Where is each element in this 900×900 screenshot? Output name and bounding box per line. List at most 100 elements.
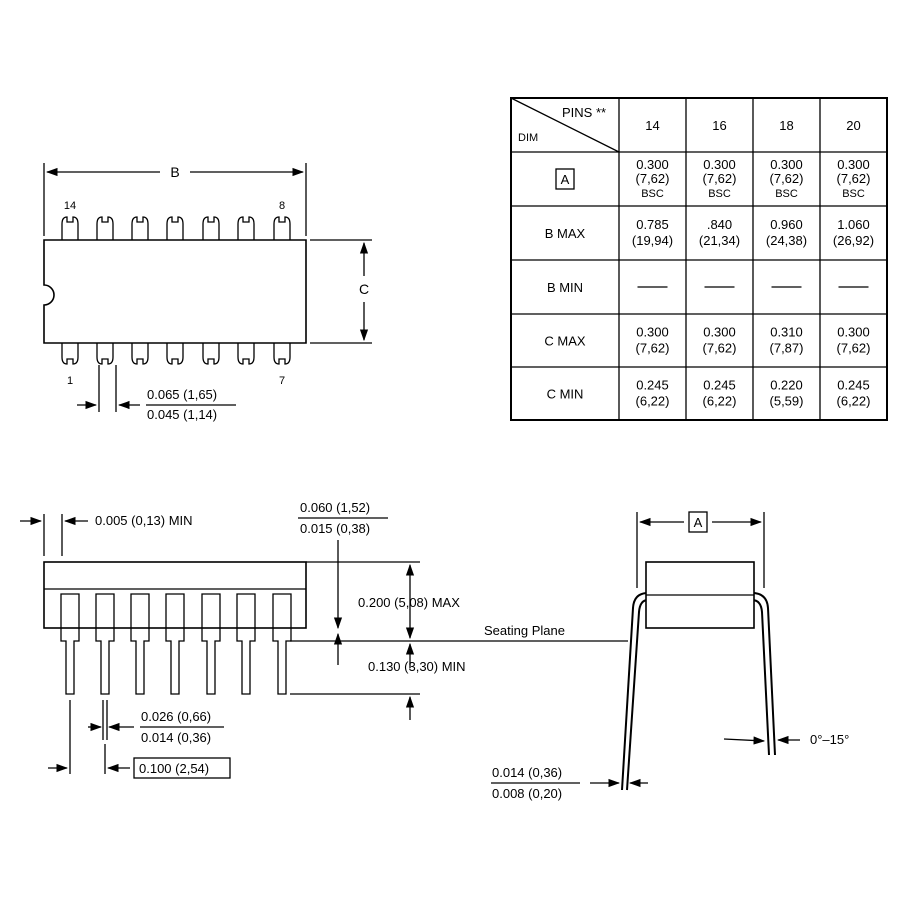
table-cell-text: 0.245 — [703, 378, 736, 393]
table-pin-count: 18 — [779, 118, 793, 133]
side-leads — [60, 593, 292, 695]
side-lead — [60, 593, 80, 695]
end-lead-left-inner — [626, 599, 649, 791]
table-cell-text: BSC — [842, 188, 865, 200]
pin-14-label: 14 — [64, 200, 76, 212]
table-cell-text: (5,59) — [770, 394, 804, 409]
lead-thick-min: 0.008 (0,20) — [492, 786, 562, 801]
top-view: B 14 8 1 7 C 0.065 (1,65) 0.045 (1,14) — [43, 163, 372, 422]
table-cell-text: 0.785 — [636, 217, 669, 232]
pin-upper — [61, 216, 79, 240]
pin-upper — [202, 216, 220, 240]
table-cell-text: 0.220 — [770, 378, 803, 393]
pin-lower — [273, 343, 291, 365]
table-cell-text: BSC — [708, 188, 731, 200]
table-cell-text: (6,22) — [837, 394, 871, 409]
table-cell-text: — — [646, 280, 659, 295]
table-cell-text: (7,62) — [703, 341, 737, 356]
dim-b-label: B — [170, 164, 179, 180]
table-header-dim: DIM — [518, 132, 538, 144]
table-cell-text: 0.300 — [636, 325, 669, 340]
table-row-datum-box — [555, 168, 575, 190]
table-cell-text: — — [713, 280, 726, 295]
table-cell-text: 0.300 — [636, 157, 669, 172]
side-body — [43, 561, 307, 629]
table-cell-text: 0.310 — [770, 325, 803, 340]
lead-width-max: 0.026 (0,66) — [141, 709, 211, 724]
table-cell-text: (21,34) — [699, 233, 740, 248]
lead-length-label: 0.130 (3,30) MIN — [368, 659, 466, 674]
lead-width-min: 0.014 (0,36) — [141, 730, 211, 745]
dim-a-label: A — [694, 515, 703, 530]
table-row-label: C MIN — [547, 387, 584, 402]
side-lead — [201, 593, 221, 695]
table-pin-count: 14 — [645, 118, 659, 133]
table-cell-text: 0.300 — [770, 157, 803, 172]
table-header-pins: PINS ** — [562, 105, 606, 120]
table-cell-text: — — [847, 280, 860, 295]
table-cell-text: 0.300 — [837, 325, 870, 340]
table-cell-text: .840 — [707, 217, 732, 232]
table-cell-text: (7,62) — [703, 171, 737, 186]
table-cell-text: (6,22) — [703, 394, 737, 409]
pin-7-label: 7 — [279, 375, 285, 387]
end-clearance-label: 0.005 (0,13) MIN — [95, 513, 193, 528]
pin-lower — [237, 343, 255, 365]
pin-upper — [131, 216, 149, 240]
end-lead-left — [621, 592, 649, 791]
pad-width-min: 0.045 (1,14) — [147, 407, 217, 422]
pin-upper — [237, 216, 255, 240]
pin-upper — [273, 216, 291, 240]
table-cell-text: (7,87) — [770, 341, 804, 356]
lead-thick-max: 0.014 (0,36) — [492, 765, 562, 780]
pin-1-label: 1 — [67, 375, 73, 387]
side-view: 0.005 (0,13) MIN 0.060 (1,52) 0.015 (0,3… — [20, 500, 628, 779]
table-cell-text: (7,62) — [636, 171, 670, 186]
pin-8-label: 8 — [279, 200, 285, 212]
side-lead — [95, 593, 115, 695]
pin-lower — [166, 343, 184, 365]
side-lead — [236, 593, 256, 695]
height-max-label: 0.200 (5,08) MAX — [358, 595, 460, 610]
table-cell-text: (19,94) — [632, 233, 673, 248]
table-cell-text: (7,62) — [770, 171, 804, 186]
table-cell-text: (6,22) — [636, 394, 670, 409]
table-cell-text: 0.245 — [636, 378, 669, 393]
table-cell-text: (7,62) — [837, 341, 871, 356]
pin-upper — [96, 216, 114, 240]
pad-width-max: 0.065 (1,65) — [147, 387, 217, 402]
table-cell-text: 0.960 — [770, 217, 803, 232]
table-cell-text: (7,62) — [636, 341, 670, 356]
pin-lower — [61, 343, 79, 365]
pin-upper — [166, 216, 184, 240]
table-cell-text: BSC — [641, 188, 664, 200]
table-cell-text: 0.300 — [703, 325, 736, 340]
pitch-label: 0.100 (2,54) — [139, 761, 209, 776]
lead-angle-label: 0°–15° — [810, 732, 849, 747]
dim-c-label: C — [359, 281, 369, 297]
seating-plane-label: Seating Plane — [484, 623, 565, 638]
table-row-label: B MIN — [547, 280, 583, 295]
table-cell-text: (26,92) — [833, 233, 874, 248]
pin-lower — [202, 343, 220, 365]
pin-lower — [96, 343, 114, 365]
table-cell-text: BSC — [775, 188, 798, 200]
end-view: A 0°–15° 0.014 (0,36) 0.008 (0,20) — [491, 511, 849, 801]
table-pin-count: 20 — [846, 118, 860, 133]
table-row-label: A — [561, 172, 570, 187]
table-cell-text: 1.060 — [837, 217, 870, 232]
pin-lower — [131, 343, 149, 365]
standoff-min: 0.015 (0,38) — [300, 521, 370, 536]
table-cell-text: 0.300 — [837, 157, 870, 172]
table-pin-count: 16 — [712, 118, 726, 133]
table-cell-text: 0.245 — [837, 378, 870, 393]
top-pins-lower — [61, 343, 291, 365]
table-row-label: C MAX — [544, 334, 586, 349]
top-body — [43, 239, 307, 344]
table-grid — [511, 98, 887, 420]
end-lead-right — [751, 592, 776, 756]
side-lead — [165, 593, 185, 695]
